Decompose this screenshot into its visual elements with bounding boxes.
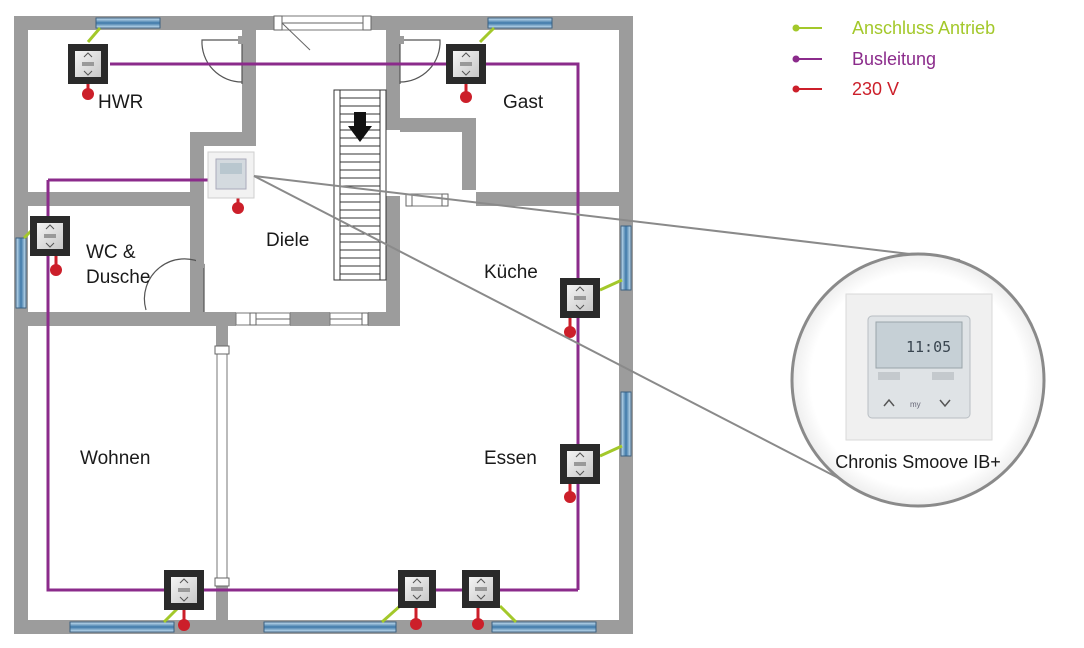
- legend-item-bus: Busleitung: [792, 49, 936, 69]
- window-hwr: [95, 17, 161, 29]
- switch-device-hwr: [68, 44, 108, 84]
- window-wc: [15, 237, 27, 309]
- stair-direction-arrow-icon: [348, 112, 372, 142]
- legend-label-bus: Busleitung: [852, 49, 936, 69]
- power-dot: [472, 618, 484, 630]
- drive-connections: [22, 26, 623, 624]
- window-essen: [620, 391, 632, 457]
- bus-lines: [46, 62, 580, 592]
- power-dot: [564, 491, 576, 503]
- room-label-diele: Diele: [266, 230, 309, 251]
- window-gast: [487, 17, 553, 29]
- switch-device-wohnen: [164, 570, 204, 610]
- legend-label-drive: Anschluss Antrieb: [852, 18, 995, 38]
- room-label-dusche: Dusche: [86, 267, 150, 288]
- room-label-wohnen: Wohnen: [80, 448, 150, 469]
- power-connections: [54, 82, 572, 624]
- central-timer-device: [207, 151, 255, 199]
- legend-item-drive: Anschluss Antrieb: [792, 18, 995, 38]
- power-dot: [564, 326, 576, 338]
- outer-wall-right: [619, 16, 633, 634]
- lcd-time-display: 11:05: [906, 338, 951, 356]
- power-dot: [460, 91, 472, 103]
- legend-item-power: 230 V: [792, 79, 899, 99]
- window-wohnen: [69, 621, 175, 633]
- power-dot: [50, 264, 62, 276]
- window-kueche: [620, 225, 632, 291]
- power-dot: [178, 619, 190, 631]
- room-label-essen: Essen: [484, 448, 537, 469]
- switch-device-essen: [560, 444, 600, 484]
- outer-wall-left: [14, 16, 28, 634]
- room-label-gast: Gast: [503, 92, 544, 113]
- legend: Anschluss Antrieb Busleitung 230 V: [792, 18, 995, 99]
- room-label-wc: WC &: [86, 242, 136, 263]
- power-dot: [232, 202, 244, 214]
- doors: [143, 39, 441, 312]
- windows: [15, 17, 632, 633]
- callout-lines: [253, 175, 961, 485]
- window-essen-bottom-2: [491, 621, 597, 633]
- switch-device-kueche: [560, 278, 600, 318]
- switch-device-gast: [446, 44, 486, 84]
- switch-device-wc: [30, 216, 70, 256]
- callout-device-label: Chronis Smoove IB+: [835, 452, 1001, 472]
- room-label-kueche: Küche: [484, 262, 538, 283]
- power-dot: [82, 88, 94, 100]
- chronis-smoove-device-image: 11:05 my: [845, 293, 993, 441]
- room-label-hwr: HWR: [98, 92, 143, 113]
- switch-device-essen-bottom-2: [462, 570, 500, 608]
- power-dot: [410, 618, 422, 630]
- switch-device-essen-bottom-1: [398, 570, 436, 608]
- my-button-label: my: [910, 400, 921, 409]
- window-essen-bottom-1: [263, 621, 397, 633]
- legend-label-power: 230 V: [852, 79, 899, 99]
